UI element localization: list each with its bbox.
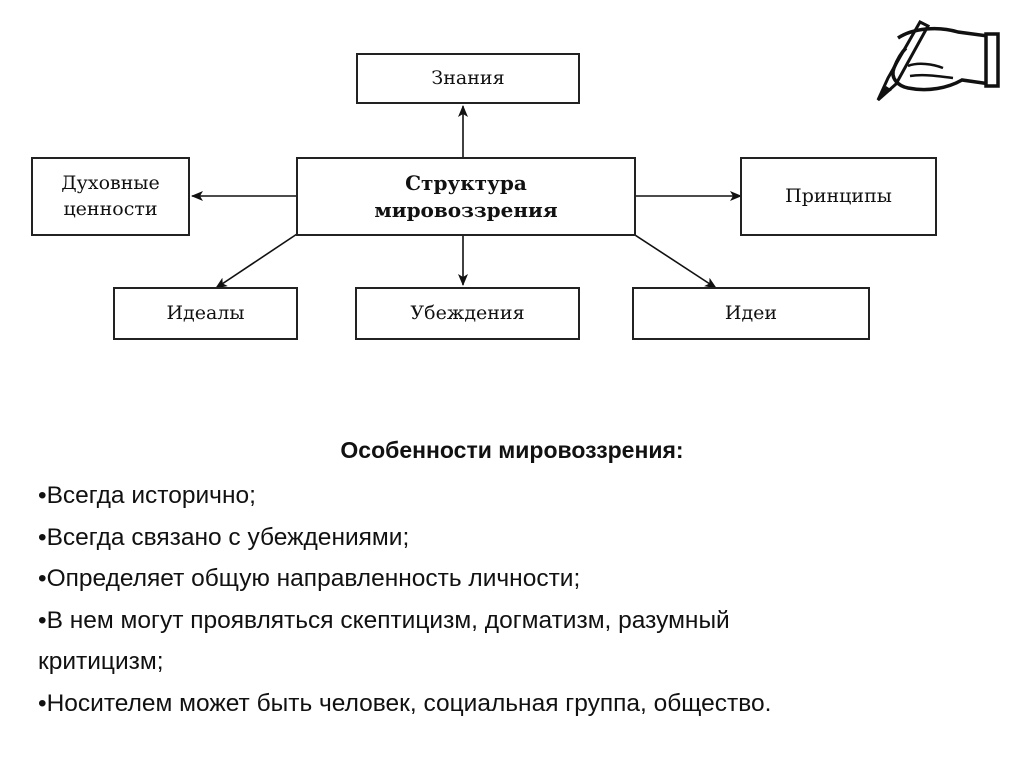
node-label-line2: мировоззрения <box>374 197 558 222</box>
hand-writing-icon <box>876 20 1000 102</box>
node-label: Идеи <box>724 301 778 324</box>
node-label-line2: ценности <box>63 197 158 220</box>
node-principles: Принципы <box>740 157 937 236</box>
arrow-to-ideas <box>634 234 717 289</box>
node-ideas: Идеи <box>632 287 870 340</box>
list-item: •Носителем может быть человек, социальна… <box>38 689 772 717</box>
node-knowledge: Знания <box>356 53 580 104</box>
node-label-line1: Структура <box>405 170 527 195</box>
list-item: •В нем могут проявляться скептицизм, дог… <box>38 606 730 634</box>
list-item: •Определяет общую направленность личност… <box>38 565 581 592</box>
node-label: Принципы <box>785 184 892 207</box>
node-label: Убеждения <box>410 301 525 324</box>
features-heading: Особенности мировоззрения: <box>340 437 684 463</box>
node-label: Идеалы <box>166 301 245 324</box>
list-item: критицизм; <box>38 648 164 675</box>
list-item: •Всегда исторично; <box>38 482 256 509</box>
node-spiritual-values: Духовные ценности <box>31 157 190 236</box>
node-label-line1: Духовные <box>61 171 160 194</box>
node-beliefs: Убеждения <box>355 287 580 340</box>
list-item: •Всегда связано с убеждениями; <box>38 523 410 551</box>
features-list: •Всегда исторично; •Всегда связано с убе… <box>38 475 771 724</box>
node-label: Знания <box>431 66 505 89</box>
node-worldview-structure: Структура мировоззрения <box>296 157 636 236</box>
arrow-to-ideals <box>215 233 298 289</box>
node-ideals: Идеалы <box>113 287 298 340</box>
